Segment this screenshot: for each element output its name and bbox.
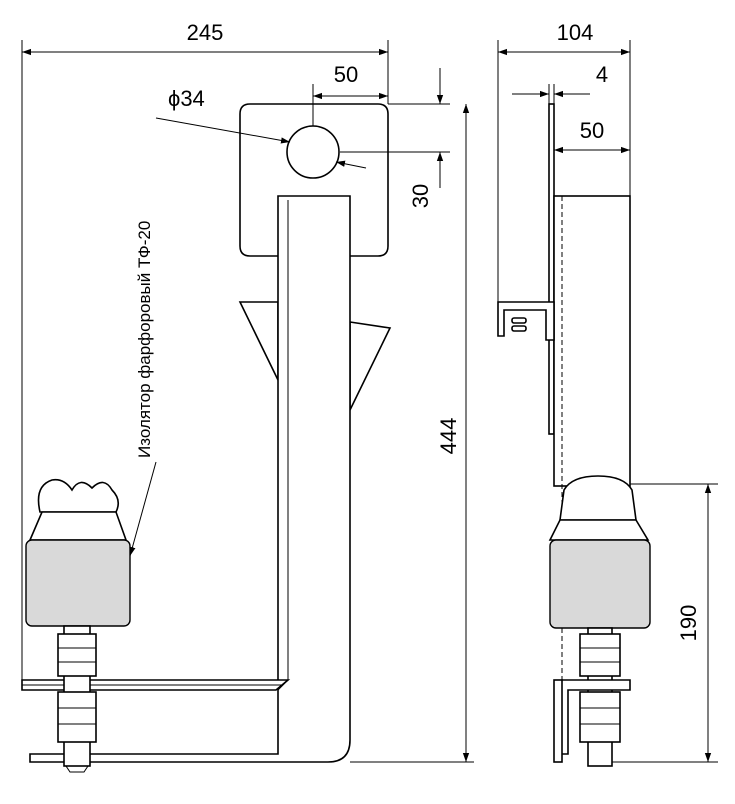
side-bolt-slot-1	[511, 317, 527, 324]
nut-lower	[57, 691, 97, 743]
side-bracket	[553, 195, 631, 487]
side-base	[553, 679, 563, 763]
side-angle-bracket	[497, 301, 555, 341]
insulator-body	[25, 539, 131, 627]
stud-end	[65, 765, 89, 773]
dim-overall-width: 245	[187, 20, 224, 45]
side-insulator-neck	[548, 519, 650, 541]
side-nut-upper	[579, 633, 621, 677]
mounting-hole	[286, 125, 340, 179]
side-insulator-cap	[559, 475, 637, 521]
side-bolt-slot-2	[511, 325, 527, 332]
right-gusset	[349, 321, 392, 411]
dim-hole-offset: 30	[408, 184, 433, 208]
l-bracket	[29, 195, 351, 763]
front-view	[21, 103, 392, 773]
dim-side-depth: 104	[557, 20, 594, 45]
mounting-plate	[239, 103, 389, 257]
insulator-neck	[28, 511, 128, 541]
side-nut-lower	[579, 691, 621, 743]
dim-insulator-height: 190	[676, 605, 701, 642]
side-dimensions: 104 4 50 190	[497, 20, 718, 763]
side-view	[497, 103, 651, 767]
dim-overall-height: 444	[436, 418, 461, 455]
front-dimensions: 245 50 ϕ34 30 444 Изолятор фарфоровый ТФ…	[21, 20, 474, 763]
dim-plate-thickness: 4	[596, 62, 608, 87]
insulator-cap	[37, 478, 120, 513]
insulator-label: Изолятор фарфоровый ТФ-20	[135, 221, 154, 458]
nut-upper	[57, 633, 97, 677]
dim-hole-diameter: ϕ34	[168, 86, 205, 111]
side-insulator-body	[549, 539, 651, 629]
left-gusset	[238, 301, 279, 381]
dim-side-plate-width: 50	[580, 118, 604, 143]
dim-plate-width: 50	[334, 62, 358, 87]
